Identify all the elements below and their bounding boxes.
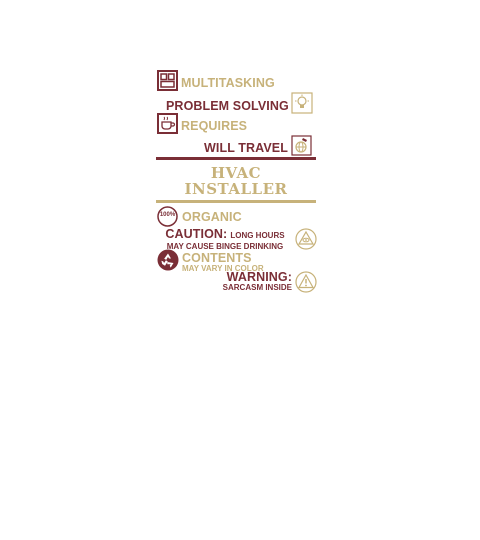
organic-row: 100% ORGANIC — [157, 206, 242, 227]
long-hours-text: LONG HOURS — [230, 231, 285, 240]
eye-triangle-icon — [295, 228, 317, 255]
coffee-cup-icon — [157, 113, 178, 139]
globe-shoe-icon — [291, 135, 312, 161]
caution-label: CAUTION: — [165, 227, 228, 241]
hvac-installer-design: MULTITASKING PROBLEM SOLVING REQUI — [156, 68, 318, 296]
problem-solving-text: PROBLEM SOLVING — [166, 98, 289, 113]
problem-solving-row: PROBLEM SOLVING — [166, 92, 313, 119]
multitasking-text: MULTITASKING — [181, 76, 275, 90]
divider-bottom — [156, 200, 316, 203]
contents-row: CONTENTS MAY VARY IN COLOR — [157, 249, 264, 276]
caution-row: CAUTION: LONG HOURS MAY CAUSE BINGE DRIN… — [158, 228, 317, 255]
lightbulb-icon — [291, 92, 313, 119]
warning-label: WARNING: — [226, 270, 292, 284]
title-line-1: HVAC — [210, 164, 262, 182]
requires-text: REQUIRES — [181, 119, 248, 133]
badge-100-text: 100% — [159, 212, 176, 218]
requires-row: REQUIRES — [157, 113, 247, 139]
divider-top — [156, 157, 316, 160]
binge-drinking-text: MAY CAUSE BINGE DRINKING — [166, 242, 284, 251]
title-line-2: INSTALLER — [184, 180, 288, 198]
window-grid-icon — [157, 70, 178, 96]
multitasking-row: MULTITASKING — [157, 70, 275, 96]
warning-text-block: WARNING: SARCASM INSIDE — [204, 271, 292, 293]
recycle-icon — [157, 249, 179, 276]
warning-triangle-icon — [295, 271, 317, 298]
contents-text: CONTENTS — [182, 251, 252, 265]
will-travel-text: WILL TRAVEL — [204, 141, 288, 155]
sarcasm-inside-text: SARCASM INSIDE — [222, 283, 292, 292]
badge-100-icon: 100% — [157, 206, 178, 227]
will-travel-row: WILL TRAVEL — [204, 135, 312, 161]
contents-text-block: CONTENTS MAY VARY IN COLOR — [182, 252, 264, 273]
warning-row: WARNING: SARCASM INSIDE — [204, 271, 317, 298]
caution-text-block: CAUTION: LONG HOURS MAY CAUSE BINGE DRIN… — [158, 228, 292, 251]
vary-in-color-text: MAY VARY IN COLOR — [182, 264, 264, 273]
organic-text: ORGANIC — [182, 209, 242, 224]
